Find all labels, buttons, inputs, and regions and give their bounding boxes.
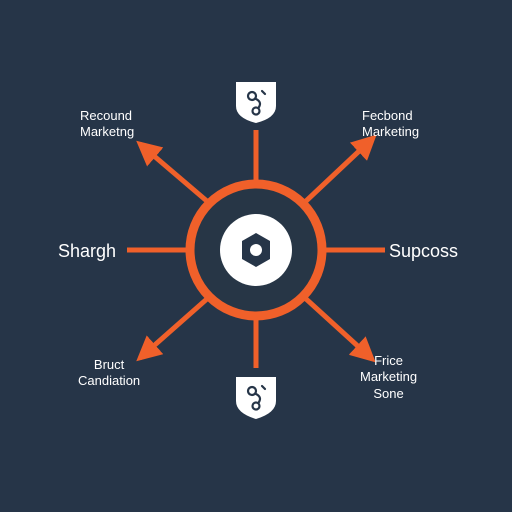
hexagon-link-icon (242, 233, 270, 267)
badge-bottom (236, 377, 276, 419)
label-line: Marketing (362, 124, 420, 140)
arrow-top-left (136, 140, 210, 204)
label-line: Shargh (58, 241, 117, 261)
label-line: Marketng (80, 124, 135, 140)
arrow-bottom-right (303, 296, 376, 363)
label-left: Shargh (58, 240, 116, 263)
label-line: Bruct (93, 357, 125, 372)
arrow-top-right (303, 134, 377, 204)
label-line: Sone (373, 385, 404, 401)
shield-link-icon (246, 384, 267, 411)
label-line: Recound (80, 108, 133, 123)
shield-link-icon (246, 89, 267, 116)
label-bottom-left: Bruct Candiation (78, 357, 140, 390)
label-line: Fecbond (362, 108, 413, 123)
label-top-left: Recound Marketng (80, 108, 134, 141)
arrow-bottom-left (136, 296, 210, 362)
label-line: Supcoss (389, 241, 459, 261)
label-bottom-right: Frice Marketing Sone (360, 353, 417, 402)
label-line: Marketing (360, 369, 418, 385)
label-top-right: Fecbond Marketing (362, 108, 419, 141)
label-right: Supcoss (389, 240, 458, 263)
connectors (127, 130, 385, 368)
badge-top (236, 82, 276, 123)
label-line: Frice (374, 353, 403, 368)
label-line: Candiation (78, 373, 141, 389)
